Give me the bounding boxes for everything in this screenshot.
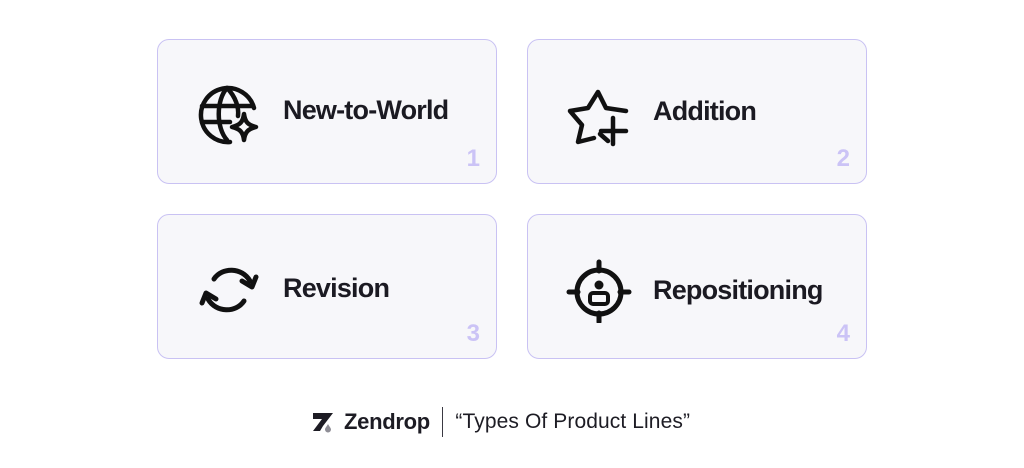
globe-sparkle-icon: [198, 85, 259, 145]
card-label: Repositioning: [653, 275, 823, 305]
card-label: Revision: [283, 273, 390, 303]
caption: “Types Of Product Lines”: [455, 410, 691, 433]
zendrop-logo-icon: [313, 413, 333, 433]
card-number: 2: [836, 145, 850, 172]
card-addition: Addition 2: [527, 39, 867, 184]
card-number: 3: [466, 320, 480, 347]
footer-divider: [441, 407, 444, 437]
card-label: New-to-World: [283, 95, 449, 125]
refresh-arrows-icon: [199, 267, 259, 313]
footer: Zendrop “Types Of Product Lines”: [312, 405, 690, 439]
star-plus-icon: [567, 89, 629, 147]
card-repositioning: Repositioning 4: [527, 214, 867, 359]
card-label: Addition: [653, 96, 757, 126]
brand-name: Zendrop: [344, 409, 430, 434]
target-person-icon: [566, 259, 632, 323]
card-number: 1: [466, 145, 480, 172]
card-number: 4: [836, 320, 850, 347]
card-new-to-world: New-to-World 1: [157, 39, 497, 184]
card-revision: Revision 3: [157, 214, 497, 359]
